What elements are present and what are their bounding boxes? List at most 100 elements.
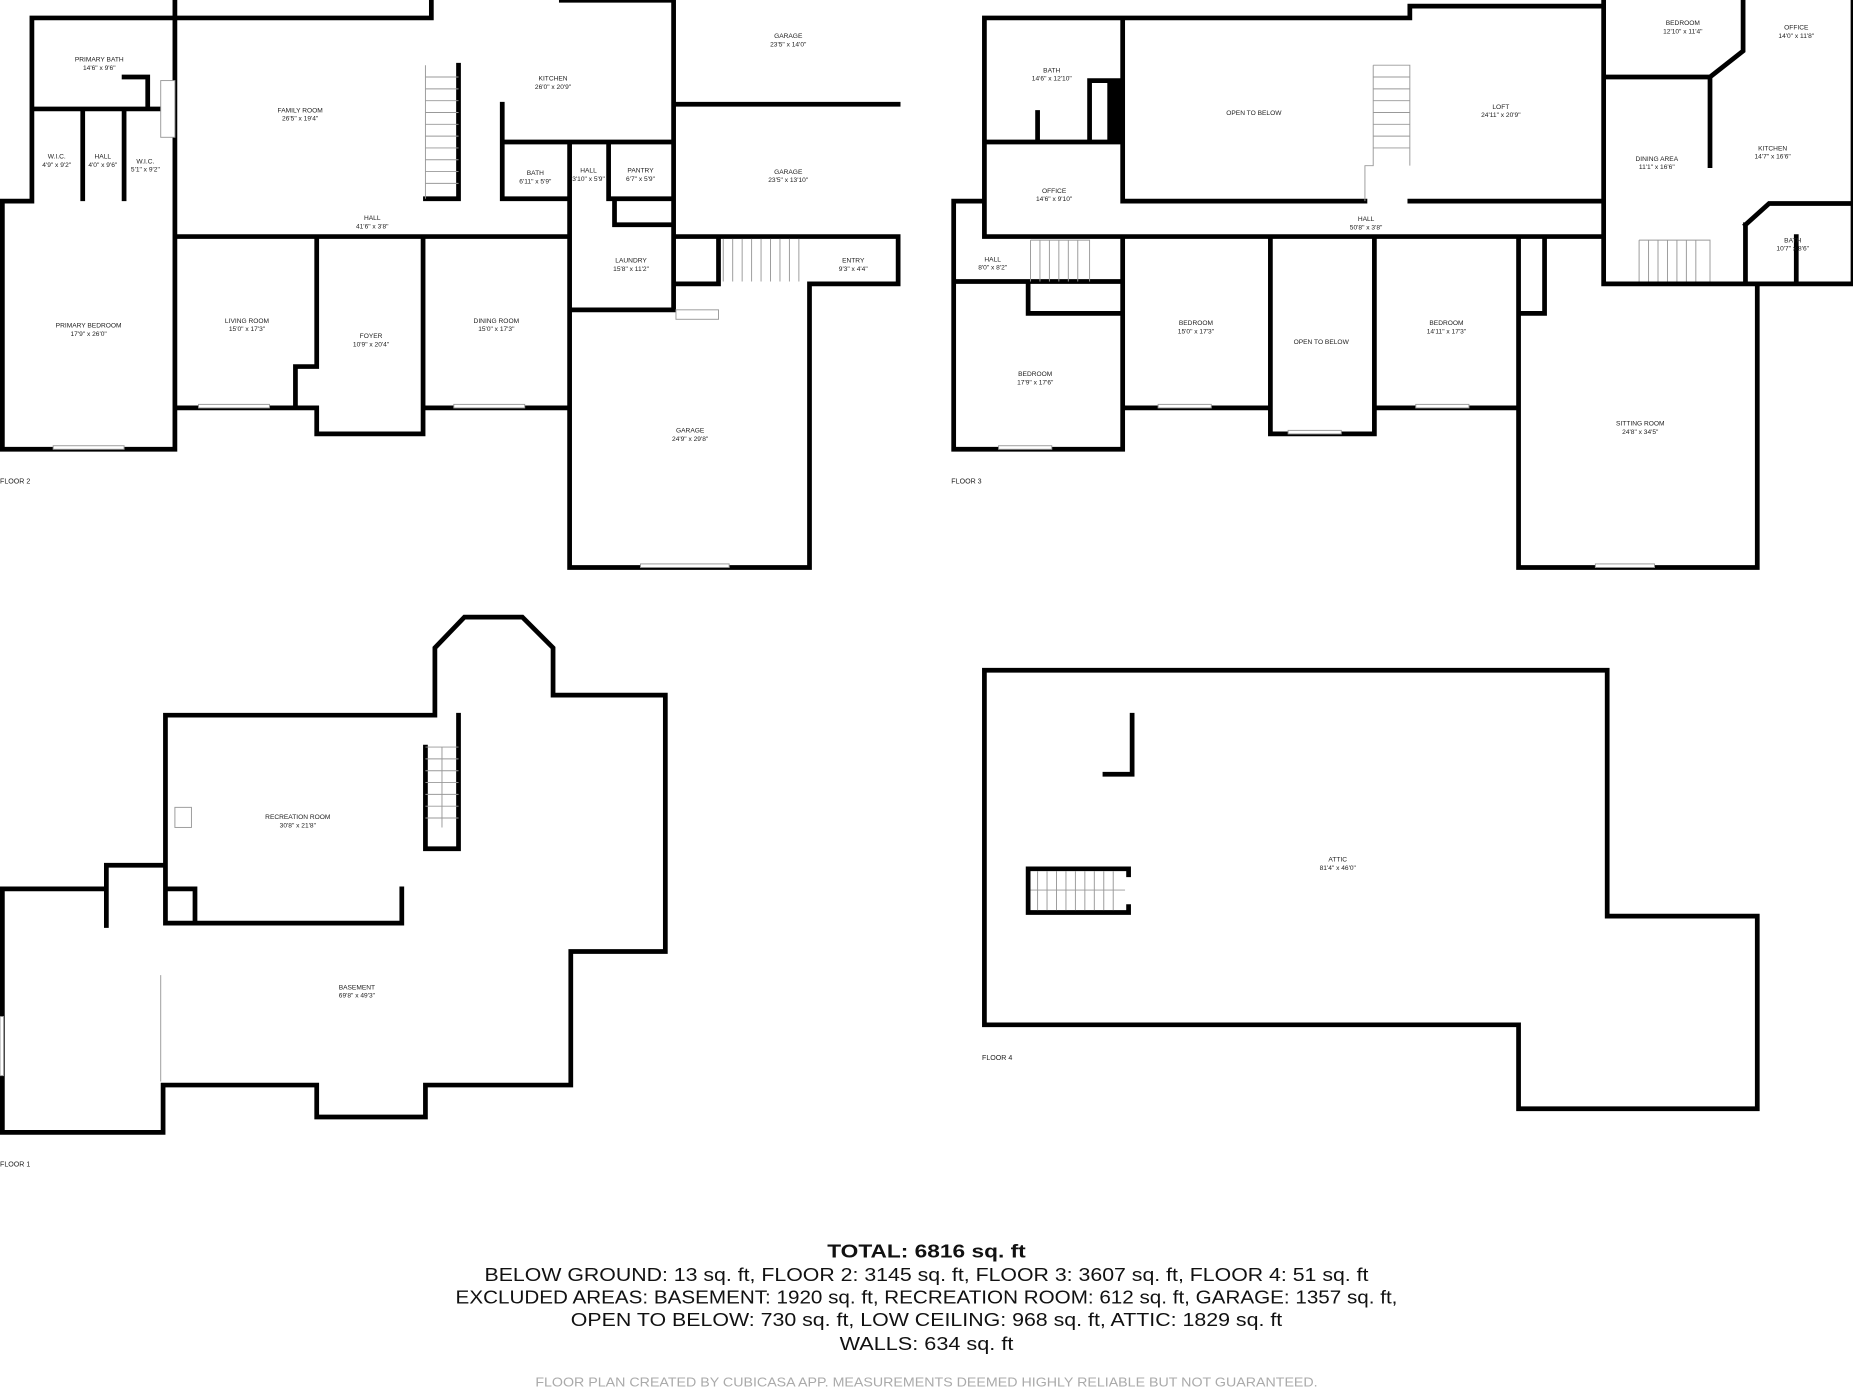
- room-dims: 12'10" x 11'4": [1663, 28, 1703, 35]
- floor-3-plan: BATH 14'6" x 12'10" OPEN TO BELOW LOFT24'…: [951, 0, 1853, 570]
- room-dims: 15'8" x 11'2": [613, 266, 649, 273]
- room-name: BASEMENT: [339, 984, 375, 991]
- room-dims: 15'0" x 17'3": [478, 326, 515, 333]
- room-name: DINING AREA: [1636, 156, 1679, 163]
- room-name: PANTRY: [627, 168, 654, 175]
- summary-line: OPEN TO BELOW: 730 sq. ft, LOW CEILING: …: [571, 1310, 1283, 1331]
- room-name: GARAGE: [774, 169, 803, 176]
- room-name: RECREATION ROOM: [265, 814, 330, 821]
- window: [0, 1016, 5, 1077]
- room-dims: 6'7" x 5'9": [626, 176, 656, 183]
- room-name: BATH: [1784, 237, 1801, 244]
- floor-3-walls: [951, 0, 1853, 570]
- room-name: LAUNDRY: [615, 258, 647, 265]
- room-dims: 15'0" x 17'3": [1178, 328, 1215, 335]
- room-dims: 9'3" x 4'4": [839, 266, 869, 273]
- room-name: HALL: [1358, 216, 1375, 223]
- summary-line: EXCLUDED AREAS: BASEMENT: 1920 sq. ft, R…: [456, 1288, 1398, 1309]
- step: [675, 309, 719, 320]
- floor-4-stairs: [1030, 871, 1126, 911]
- floor-label: FLOOR 2: [0, 478, 30, 486]
- disclaimer: FLOOR PLAN CREATED BY CUBICASA APP. MEAS…: [535, 1374, 1317, 1389]
- room-name: BEDROOM: [1179, 320, 1213, 327]
- room-name: OFFICE: [1784, 25, 1809, 32]
- room-name: SITTING ROOM: [1616, 421, 1664, 428]
- room-dims: 10'9" x 20'4": [353, 341, 390, 348]
- total-area: TOTAL: 6816 sq. ft: [827, 1242, 1026, 1263]
- room-name: BEDROOM: [1018, 371, 1052, 378]
- window: [998, 445, 1053, 450]
- floor-1-stairs: [160, 746, 459, 1082]
- room-name: HALL: [95, 154, 112, 161]
- room-dims: 11'1" x 16'6": [1639, 164, 1675, 171]
- room-name: BATH: [527, 170, 544, 177]
- room-dims: 4'9" x 9'2": [42, 162, 72, 169]
- room-name: W.I.C.: [136, 158, 154, 165]
- floor-label: FLOOR 3: [951, 478, 981, 486]
- window: [640, 563, 730, 568]
- room-dims: 26'5" x 19'4": [282, 116, 319, 123]
- room-name: W.I.C.: [48, 154, 66, 161]
- room-dims: 26'0" x 20'9": [535, 84, 572, 91]
- room-name: ATTIC: [1328, 857, 1347, 864]
- window: [1287, 429, 1342, 435]
- room-dims: 14'6" x 12'10": [1032, 76, 1073, 83]
- room-name: OFFICE: [1042, 188, 1067, 195]
- room-name: BATH: [1043, 67, 1060, 74]
- room-name: PRIMARY BEDROOM: [56, 323, 122, 330]
- room-dims: 50'8" x 3'8": [1350, 224, 1383, 231]
- room-dims: 23'5" x 13'10": [768, 177, 809, 184]
- floor-3-labels: BATH 14'6" x 12'10" OPEN TO BELOW LOFT24'…: [951, 20, 1814, 486]
- room-dims: 4'0" x 9'6": [88, 162, 118, 169]
- room-dims: 81'4" x 46'0": [1320, 865, 1357, 872]
- room-dims: 10'7" x 8'6": [1776, 246, 1809, 253]
- floor-2-stairs: [424, 65, 800, 282]
- room-name: LIVING ROOM: [225, 318, 269, 325]
- fireplace: [160, 80, 176, 138]
- window: [1594, 563, 1655, 568]
- room-dims: 5'1" x 9'2": [131, 167, 161, 174]
- room-name: FOYER: [360, 333, 383, 340]
- room-dims: 14'11" x 17'3": [1427, 328, 1467, 335]
- room-name: OPEN TO BELOW: [1226, 110, 1282, 117]
- room-name: GARAGE: [774, 33, 803, 40]
- room-name: BEDROOM: [1666, 20, 1700, 27]
- window: [198, 403, 270, 409]
- room-dims: 69'8" x 49'3": [339, 993, 376, 1000]
- room-name: DINING ROOM: [474, 318, 520, 325]
- area-summary: TOTAL: 6816 sq. ft BELOW GROUND: 13 sq. …: [456, 1242, 1398, 1389]
- summary-line: BELOW GROUND: 13 sq. ft, FLOOR 2: 3145 s…: [485, 1265, 1370, 1286]
- window: [1415, 403, 1470, 409]
- window: [52, 445, 125, 450]
- room-name: HALL: [580, 168, 597, 175]
- floor-1-walls: [0, 614, 668, 1135]
- room-dims: 23'5" x 14'0": [770, 41, 807, 48]
- window: [1157, 403, 1212, 409]
- chimney: [1107, 80, 1122, 143]
- room-dims: 24'11" x 20'9": [1481, 112, 1521, 119]
- room-dims: 14'6" x 9'6": [83, 65, 116, 72]
- room-dims: 3'10" x 5'9": [572, 176, 605, 183]
- room-name: LOFT: [1492, 104, 1509, 111]
- window: [453, 403, 526, 409]
- room-dims: 17'9" x 17'6": [1017, 379, 1054, 386]
- room-dims: 14'7" x 16'6": [1755, 154, 1792, 161]
- room-name: HALL: [984, 256, 1001, 263]
- floor-label: FLOOR 1: [0, 1161, 30, 1169]
- room-name: KITCHEN: [539, 76, 568, 83]
- fireplace: [174, 806, 192, 828]
- room-dims: 14'6" x 9'10": [1036, 196, 1073, 203]
- floor-3-stairs: [1030, 64, 1711, 282]
- room-name: OPEN TO BELOW: [1294, 339, 1350, 346]
- room-dims: 24'9" x 29'8": [672, 436, 709, 443]
- room-name: KITCHEN: [1758, 145, 1787, 152]
- floor-4-walls: [982, 667, 1760, 1112]
- room-dims: 41'6" x 3'8": [356, 223, 389, 230]
